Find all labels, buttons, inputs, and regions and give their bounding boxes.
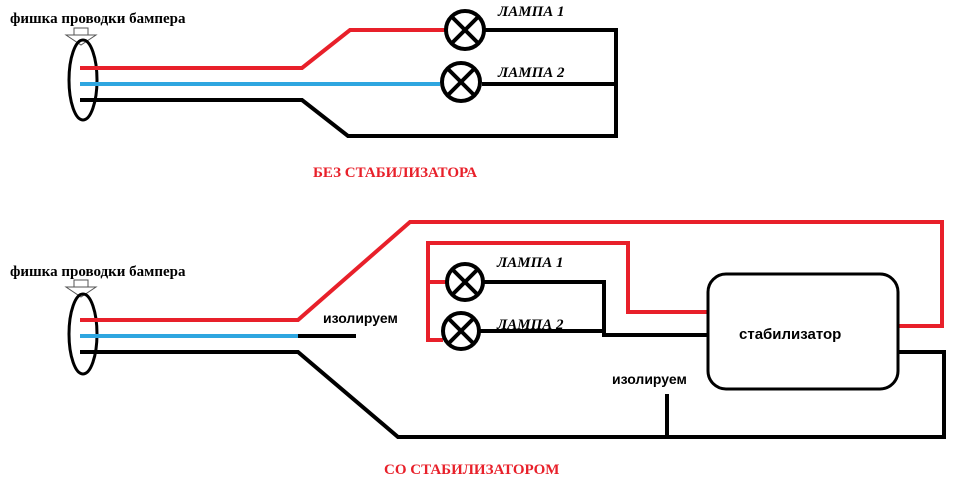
top-caption: БЕЗ СТАБИЛИЗАТОРА	[313, 165, 477, 181]
top-black-wire	[80, 28, 618, 138]
bottom-isolate-left-label: изолируем	[323, 310, 398, 326]
bottom-lamp2-label: ЛАМПА 2	[496, 317, 564, 333]
bottom-lamp2-icon	[441, 311, 481, 351]
bottom-lamp1-label: ЛАМПА 1	[496, 255, 564, 271]
bottom-diagram: фишка проводки бампера стабилизатор	[10, 220, 946, 478]
top-diagram: фишка проводки бампера ЛАМПА 1 ЛАМПА 2 Б…	[10, 4, 618, 181]
top-arrow-icon	[64, 27, 98, 46]
top-lamp2-icon	[440, 61, 482, 103]
bottom-connector-label: фишка проводки бампера	[10, 264, 186, 280]
stabilizer-label: стабилизатор	[739, 326, 841, 343]
top-connector-label: фишка проводки бампера	[10, 11, 186, 27]
bottom-red-input-wire	[80, 220, 944, 328]
top-lamp1-label: ЛАМПА 1	[497, 4, 565, 20]
top-lamp2-label: ЛАМПА 2	[497, 65, 565, 81]
bottom-isolate-right-label: изолируем	[612, 371, 687, 387]
bottom-caption: СО СТАБИЛИЗАТОРОМ	[384, 462, 559, 478]
bottom-lamp1-return-wire	[484, 280, 708, 337]
bottom-red-output-wire	[426, 241, 708, 342]
top-connector-plug	[67, 38, 99, 122]
top-red-wire	[80, 28, 445, 70]
top-lamp1-icon	[444, 9, 486, 51]
stabilizer-box	[706, 272, 900, 391]
bottom-lamp1-icon	[445, 262, 485, 302]
bottom-arrow-icon	[64, 279, 98, 298]
bottom-black-ground-wire	[80, 350, 946, 439]
